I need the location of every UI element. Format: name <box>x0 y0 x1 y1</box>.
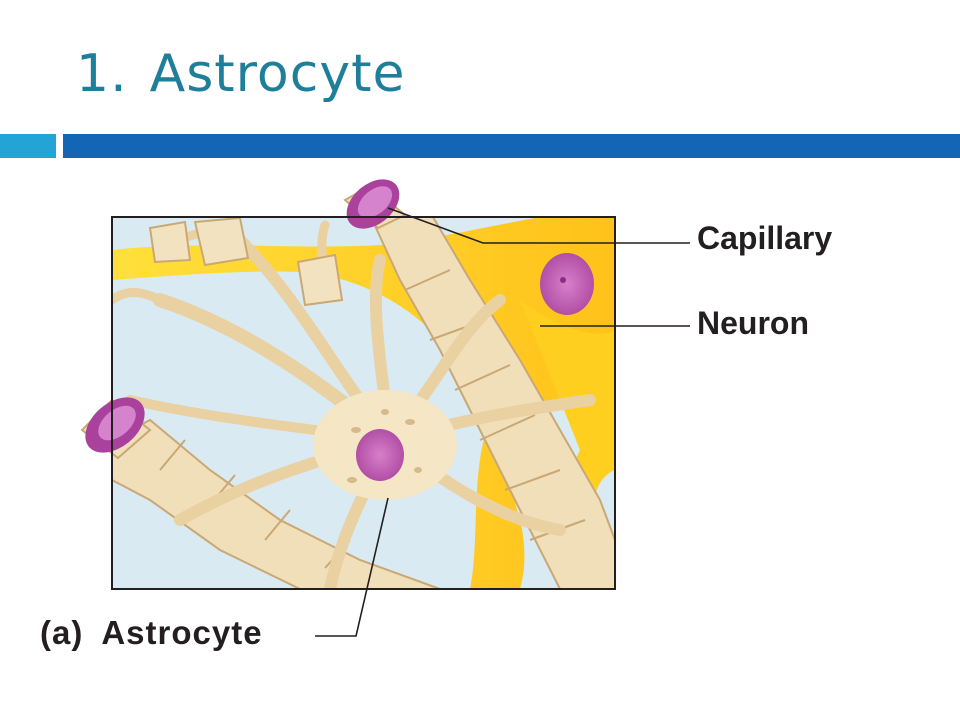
title-number: 1. <box>76 44 128 104</box>
tissue-box-border <box>111 216 616 590</box>
capillary-leader-line <box>387 207 690 244</box>
label-capillary: Capillary <box>697 220 833 256</box>
capillary-opening-lower <box>80 397 152 460</box>
cell-organelles <box>347 409 422 483</box>
caption-tag: (a) <box>40 614 84 651</box>
astrocyte-diagram <box>80 179 690 637</box>
astrocyte-leader-line <box>315 497 389 637</box>
title-text: Astrocyte <box>149 44 406 104</box>
label-neuron: Neuron <box>697 305 809 341</box>
astrocyte-end-feet <box>148 217 344 307</box>
caption-text: Astrocyte <box>101 614 263 651</box>
figure-caption: (a) Astrocyte <box>40 614 263 652</box>
leader-lines <box>315 207 690 637</box>
astrocyte-nucleus <box>356 429 404 481</box>
accent-bar-light <box>0 134 56 158</box>
slide-title: 1. Astrocyte <box>76 44 405 104</box>
accent-bar-dark <box>63 134 960 158</box>
